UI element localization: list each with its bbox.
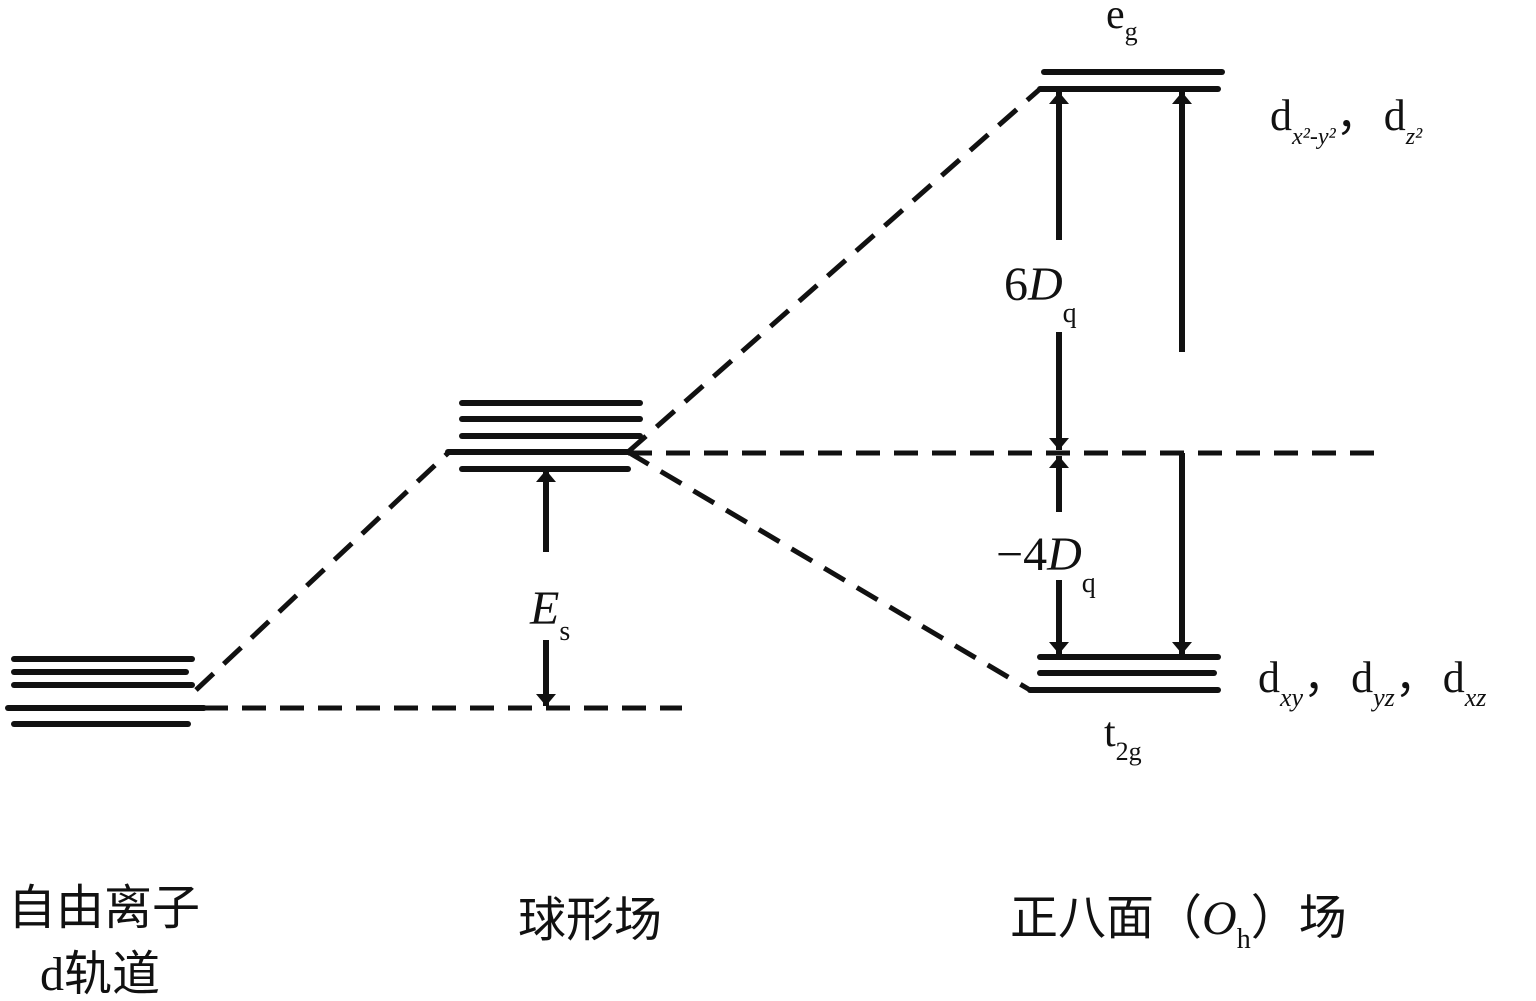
eg-label: eg bbox=[1106, 0, 1138, 46]
spherical-to-eg-dash bbox=[626, 87, 1042, 454]
free-ion-caption-line2: d轨道 bbox=[40, 948, 160, 1001]
spherical-caption: 球形场 bbox=[518, 894, 662, 947]
minus-four-dq-label: −4Dq bbox=[996, 528, 1096, 599]
free-ion-levels bbox=[5, 656, 207, 727]
free-to-spherical-dash bbox=[194, 451, 450, 692]
t2g-levels bbox=[1027, 654, 1221, 693]
es-label: Es bbox=[529, 582, 570, 647]
t2g-label: t2g bbox=[1104, 710, 1142, 766]
eg-levels bbox=[1037, 69, 1225, 92]
six-dq-label: 6Dq bbox=[1004, 258, 1077, 329]
eg-orbital-names: dx²-y²，dz² bbox=[1270, 91, 1423, 150]
octahedral-caption: 正八面（Oh）场 bbox=[1010, 892, 1347, 955]
free-ion-caption-line1: 自由离子 bbox=[8, 882, 200, 935]
dashed-connectors bbox=[194, 87, 1380, 711]
t2g-orbital-names: dxy，dyz，dxz bbox=[1258, 653, 1486, 712]
spherical-levels bbox=[445, 400, 643, 472]
spherical-to-t2g-dash bbox=[626, 449, 1032, 693]
